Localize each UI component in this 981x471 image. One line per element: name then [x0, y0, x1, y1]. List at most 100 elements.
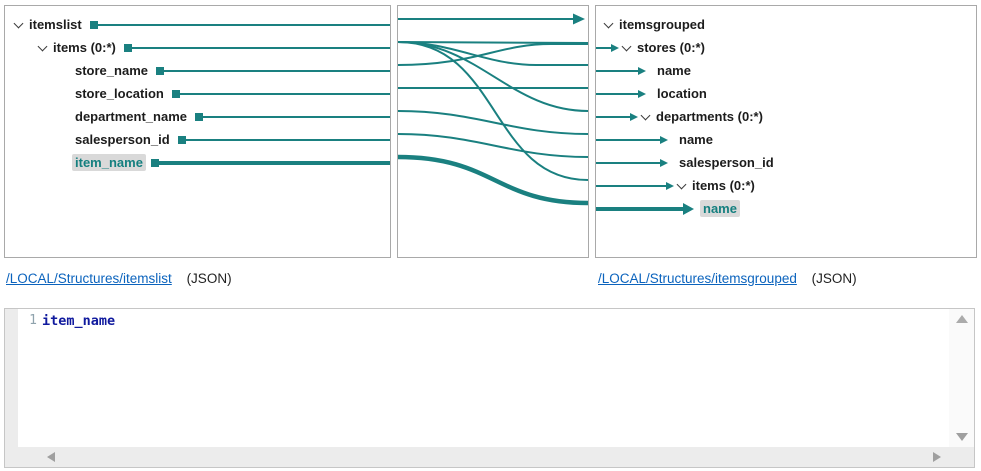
scroll-right-arrow-icon[interactable]	[933, 452, 941, 462]
node-label-store_location[interactable]: store_location	[75, 86, 164, 101]
tree-row[interactable]: items (0:*)	[5, 36, 390, 59]
incoming-arrow-location	[596, 89, 646, 98]
node-label-itemsgrouped[interactable]: itemsgrouped	[619, 17, 705, 32]
node-label-salesperson_id[interactable]: salesperson_id	[679, 155, 774, 170]
source-mapping-line-store_name	[163, 69, 390, 72]
node-label-item_name[interactable]: item_name	[72, 154, 146, 171]
arrow-line	[596, 184, 666, 187]
arrow-line	[596, 138, 660, 141]
tree-row[interactable]: departments (0:*)	[596, 105, 976, 128]
mapping-store_name-to-stores[interactable]	[397, 43, 588, 66]
expression-editor[interactable]: 1 item_name	[4, 308, 975, 468]
mapping-items-to-departments[interactable]	[397, 41, 589, 112]
arrowhead-icon	[660, 135, 668, 144]
tree-row[interactable]: stores (0:*)	[596, 36, 976, 59]
arrow-line	[596, 115, 630, 118]
connection-handle-items[interactable]	[123, 43, 132, 52]
scroll-down-arrow-icon[interactable]	[956, 433, 968, 441]
mapping-canvas-panel	[397, 5, 589, 258]
scroll-up-arrow-icon[interactable]	[956, 315, 968, 323]
arrow-line	[596, 206, 683, 211]
tree-row[interactable]: name	[596, 128, 976, 151]
connection-handle-store_location[interactable]	[171, 89, 180, 98]
node-label-name[interactable]: name	[700, 200, 740, 217]
mapping-items-to-stores[interactable]	[397, 41, 589, 44]
editor-code-text[interactable]: item_name	[42, 313, 116, 329]
tree-row[interactable]: name	[596, 197, 976, 220]
source-structure-link[interactable]: /LOCAL/Structures/itemslist	[6, 271, 172, 286]
editor-vertical-scrollbar[interactable]	[949, 309, 974, 447]
editor-horizontal-scrollbar[interactable]	[5, 447, 974, 467]
mapping-item_name-to-items-name-selected[interactable]	[397, 154, 589, 206]
source-mapping-line-salesperson_id	[185, 138, 390, 141]
incoming-arrow-name	[596, 202, 694, 215]
arrowhead-icon	[660, 158, 668, 167]
tree-row[interactable]: store_location	[5, 82, 390, 105]
source-mapping-line-itemslist	[97, 23, 390, 26]
node-label-department_name[interactable]: department_name	[75, 109, 187, 124]
node-label-location[interactable]: location	[657, 86, 707, 101]
tree-row[interactable]: location	[596, 82, 976, 105]
incoming-arrow-items	[596, 181, 674, 190]
source-mapping-line-department_name	[202, 115, 390, 118]
chevron-down-icon[interactable]	[601, 17, 616, 32]
arrowhead-icon	[630, 112, 638, 121]
editor-glyph-margin	[5, 309, 18, 447]
node-label-store_name[interactable]: store_name	[75, 63, 148, 78]
arrowhead-icon	[683, 202, 694, 215]
node-label-departments[interactable]: departments (0:*)	[656, 109, 763, 124]
chevron-down-icon[interactable]	[638, 109, 653, 124]
incoming-arrow-salesperson_id	[596, 158, 668, 167]
chevron-down-icon[interactable]	[11, 17, 26, 32]
tree-row[interactable]: store_name	[5, 59, 390, 82]
node-label-stores[interactable]: stores (0:*)	[637, 40, 705, 55]
source-mapping-line-item_name	[158, 160, 390, 165]
connection-handle-store_name[interactable]	[155, 66, 164, 75]
source-mapping-line-items	[131, 46, 390, 49]
tree-row[interactable]: salesperson_id	[596, 151, 976, 174]
arrow-line	[596, 92, 638, 95]
arrowhead-icon	[638, 89, 646, 98]
tree-row[interactable]: name	[596, 59, 976, 82]
node-label-name[interactable]: name	[657, 63, 691, 78]
arrowhead-icon	[611, 43, 619, 52]
chevron-down-icon[interactable]	[674, 178, 689, 193]
node-label-items[interactable]: items (0:*)	[53, 40, 116, 55]
connection-handle-salesperson_id[interactable]	[177, 135, 186, 144]
arrowhead-icon	[666, 181, 674, 190]
node-label-itemslist[interactable]: itemslist	[29, 17, 82, 32]
chevron-down-icon[interactable]	[619, 40, 634, 55]
source-mapping-line-store_location	[179, 92, 390, 95]
target-structure-link[interactable]: /LOCAL/Structures/itemsgrouped	[598, 271, 797, 286]
connection-handle-department_name[interactable]	[194, 112, 203, 121]
source-format-label: (JSON)	[186, 271, 232, 286]
tree-row[interactable]: items (0:*)	[596, 174, 976, 197]
mapping-salesperson_id-to-salesperson_id[interactable]	[397, 133, 589, 158]
editor-line-number: 1	[29, 313, 37, 328]
arrow-line	[596, 161, 660, 164]
source-tree-panel: itemslist items (0:*) store_name store_loca…	[4, 5, 391, 258]
tree-row[interactable]: item_name	[5, 151, 390, 174]
chevron-down-icon[interactable]	[35, 40, 50, 55]
node-label-salesperson_id[interactable]: salesperson_id	[75, 132, 170, 147]
mapping-department_name-to-departments-name[interactable]	[397, 110, 589, 135]
node-label-name[interactable]: name	[679, 132, 713, 147]
connection-handle-itemslist[interactable]	[89, 20, 98, 29]
arrow-line	[596, 69, 638, 72]
tree-row[interactable]: itemsgrouped	[596, 13, 976, 36]
node-label-items[interactable]: items (0:*)	[692, 178, 755, 193]
tree-row[interactable]: itemslist	[5, 13, 390, 36]
arrow-line	[596, 46, 611, 49]
target-tree-panel: itemsgrouped stores (0:*) name location depa…	[595, 5, 977, 258]
incoming-arrow-departments	[596, 112, 638, 121]
scroll-left-arrow-icon[interactable]	[47, 452, 55, 462]
tree-row[interactable]: salesperson_id	[5, 128, 390, 151]
mapping-items-to-items[interactable]	[397, 41, 589, 181]
mapping-lines-canvas	[397, 13, 589, 206]
target-structure-link-row: /LOCAL/Structures/itemsgrouped (JSON)	[598, 271, 857, 286]
incoming-arrow-name	[596, 135, 668, 144]
incoming-arrow-stores	[596, 43, 619, 52]
arrowhead-itemsgrouped	[573, 13, 585, 25]
connection-handle-item_name[interactable]	[150, 158, 159, 167]
tree-row[interactable]: department_name	[5, 105, 390, 128]
